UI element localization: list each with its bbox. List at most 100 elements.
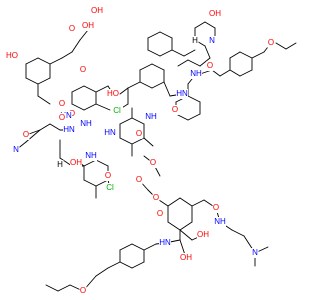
bond-31 <box>151 63 165 71</box>
bond-135 <box>183 49 196 57</box>
bond-101 <box>191 199 205 207</box>
bond-52 <box>37 57 51 65</box>
bond-66 <box>83 103 97 111</box>
bond-111 <box>179 229 193 241</box>
atom-label-o-upper-left-1: O <box>69 24 75 33</box>
bond-69 <box>95 85 109 93</box>
atom-label-bg <box>159 238 171 248</box>
bond-58 <box>61 51 73 59</box>
atom-label-bg <box>209 9 221 19</box>
atom-label-bg <box>171 105 179 115</box>
atom-label-o-left-3: O <box>23 130 29 139</box>
atom-label-bg <box>208 36 216 46</box>
bond-134 <box>171 49 185 57</box>
atom-label-bg <box>212 203 220 213</box>
bond-63 <box>71 85 85 93</box>
atom-label-bg <box>79 286 87 296</box>
atom-label-bg <box>70 158 82 168</box>
atom-label-o-mid-4: O <box>136 175 142 184</box>
atom-label-oh-sugar-1: OH <box>180 253 192 262</box>
atom-label-n-methyl-top: N <box>209 36 215 45</box>
bond-49 <box>143 137 154 147</box>
atom-label-bg <box>63 125 75 135</box>
bond-67 <box>71 103 85 111</box>
bond-105 <box>231 229 245 237</box>
atom-label-hn-left: HN <box>104 128 116 137</box>
atom-label-n-dimethyl-left: N <box>13 145 19 154</box>
bond-97 <box>179 221 193 231</box>
atom-label-n-dimethyl-right: N <box>252 248 258 257</box>
bond-122 <box>107 261 121 269</box>
atom-label-o-mid-2: O <box>136 129 142 138</box>
bond-22 <box>187 95 201 103</box>
atom-label-bg <box>152 193 160 203</box>
atom-label-h-n-methyl-top: H <box>192 36 198 45</box>
atom-label-bg <box>111 106 123 116</box>
bond-42 <box>119 117 133 125</box>
atom-label-o-butoxy-top-right: O <box>268 38 274 47</box>
atom-label-oh-mid-top: HO <box>107 89 119 98</box>
bond-59 <box>71 39 81 53</box>
atom-label-nh-top-right: NH <box>190 69 202 78</box>
atom-label-hn-sugar: HN <box>159 238 171 247</box>
bond-132 <box>147 49 161 57</box>
atom-label-o-top-center-1: O <box>207 61 213 70</box>
bond-34 <box>139 81 153 89</box>
bond-37 <box>119 87 129 95</box>
atom-label-o-amide-right: O <box>213 203 219 212</box>
atom-label-bg <box>156 209 164 219</box>
atom-label-bg <box>135 175 143 185</box>
atom-label-bg <box>85 151 97 161</box>
bond-17 <box>275 42 287 50</box>
bond-54 <box>37 77 51 85</box>
atom-label-bg <box>191 36 199 46</box>
bond-60 <box>79 29 89 41</box>
atom-label-nh-left-3: HN <box>63 125 75 134</box>
bond-128 <box>147 31 161 39</box>
atom-label-hn-mid-right: HN <box>176 89 188 98</box>
bond-82 <box>49 123 61 131</box>
bond-81 <box>39 123 51 131</box>
atom-label-bg <box>60 111 72 121</box>
atom-label-bg <box>82 21 94 31</box>
atom-label-nh-amide-right: NH <box>214 217 226 226</box>
bond-46 <box>119 137 133 145</box>
bond-24 <box>187 113 201 121</box>
bond-120 <box>143 243 157 251</box>
atom-label-bg <box>206 61 214 71</box>
atom-label-bg <box>79 65 87 75</box>
bond-10 <box>239 51 253 59</box>
bond-6 <box>199 57 211 67</box>
bond-99 <box>179 197 193 207</box>
bond-71 <box>95 103 111 111</box>
bond-13 <box>229 69 241 77</box>
bond-15 <box>251 51 265 59</box>
atom-label-bg <box>176 89 188 99</box>
bond-73 <box>95 159 109 167</box>
atom-label-nh-mid-1: NH <box>145 112 157 121</box>
atom-label-bg <box>58 113 66 123</box>
atom-label-bg <box>267 38 275 48</box>
atom-label-bg <box>180 253 192 263</box>
bond-0 <box>204 21 216 29</box>
atom-label-oh-upper-left-1: OH <box>91 6 103 15</box>
bond-36 <box>127 81 141 89</box>
atom-label-bg <box>104 183 116 193</box>
bond-43 <box>131 117 145 125</box>
bond-9 <box>229 51 241 59</box>
bond-127 <box>45 284 59 292</box>
atom-label-h-left-4: H <box>57 160 63 169</box>
molecule-structure-diagram: OHOONHNHOHOOHHOHOClONHOHNOHOHOHNNHHNNHOO… <box>6 6 297 296</box>
atom-label-oh-sugar-2: OH <box>197 230 209 239</box>
bond-8 <box>177 59 189 67</box>
atom-label-bg <box>135 129 143 139</box>
atom-label-o-mid-right: O <box>172 105 178 114</box>
atom-label-cl-top: Cl <box>113 106 121 115</box>
atom-label-o-sugar-ring: O <box>157 209 163 218</box>
bond-76 <box>83 179 97 187</box>
bond-118 <box>119 261 133 269</box>
atom-label-bg <box>58 99 66 109</box>
bond-115 <box>131 243 145 251</box>
atom-label-hn-left-2: HN <box>60 111 72 120</box>
bond-33 <box>151 81 165 89</box>
